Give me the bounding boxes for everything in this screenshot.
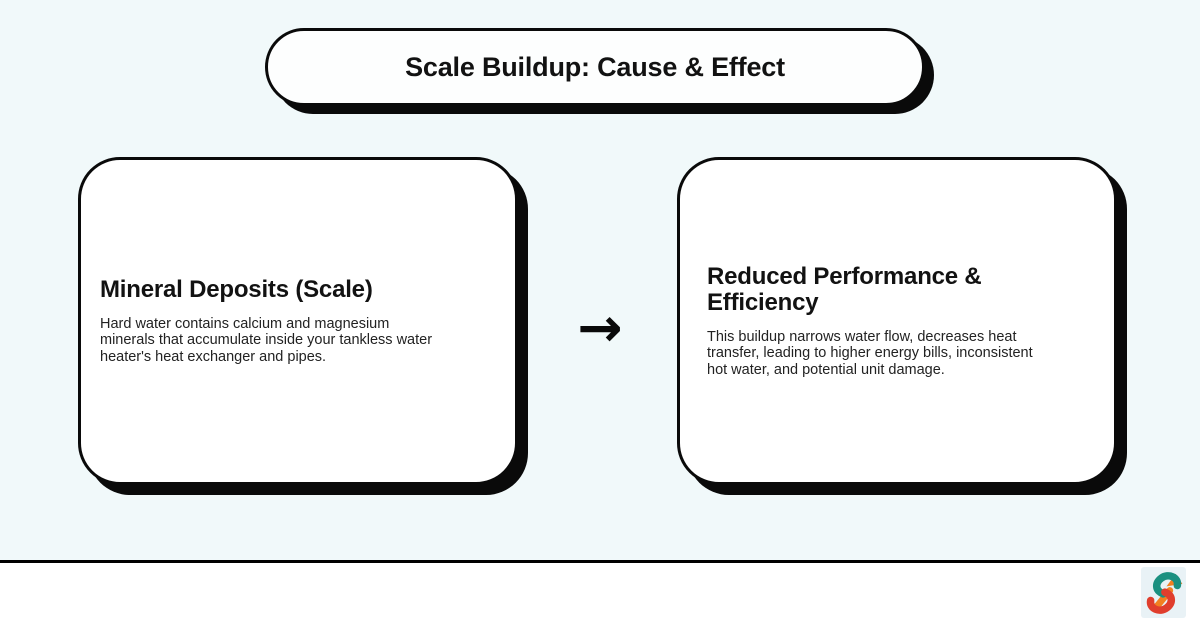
footer-divider <box>0 560 1200 563</box>
title-banner: Scale Buildup: Cause & Effect <box>265 28 925 106</box>
right-arrow-icon: → <box>577 296 623 359</box>
effect-card: Reduced Performance & Efficiency This bu… <box>677 157 1117 485</box>
s-arrow-logo-icon <box>1141 567 1186 618</box>
footer-bar <box>0 563 1200 630</box>
cause-card-heading: Mineral Deposits (Scale) <box>100 275 373 303</box>
effect-card-body: This buildup narrows water flow, decreas… <box>707 328 1033 378</box>
page-title: Scale Buildup: Cause & Effect <box>405 51 785 82</box>
cause-card-body: Hard water contains calcium and magnesiu… <box>100 315 433 365</box>
cause-card: Mineral Deposits (Scale) Hard water cont… <box>78 157 518 485</box>
effect-card-heading: Reduced Performance & Efficiency <box>707 262 982 316</box>
